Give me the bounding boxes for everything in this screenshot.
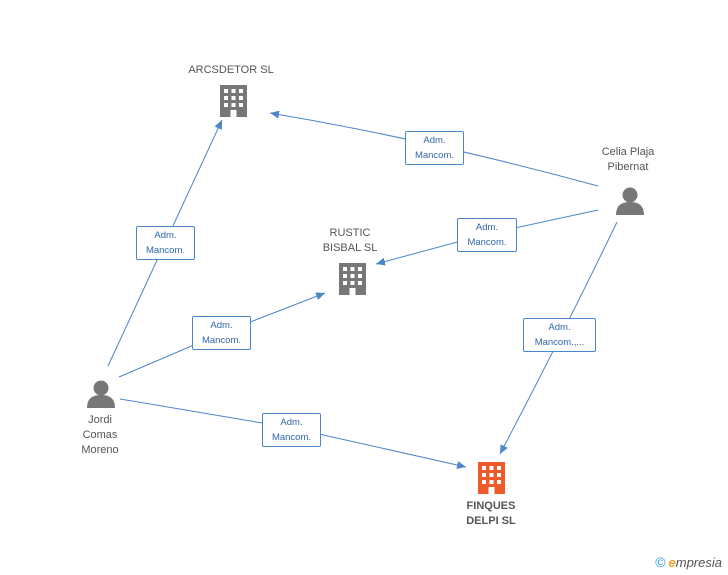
company-name-rustic[interactable]: RUSTIC BISBAL SL (322, 227, 378, 254)
company-name-arcsdetor[interactable]: ARCSDETOR SL (188, 64, 274, 76)
company-name-finques[interactable]: FINQUES DELPI SL (466, 500, 516, 527)
person-name-celia[interactable]: Celia Plaja Pibernat (601, 146, 655, 173)
edge-label-jordi-rustic: Adm. Mancom. (192, 316, 251, 350)
edge-label-jordi-finques: Adm. Mancom. (262, 413, 321, 447)
person-name-jordi[interactable]: Jordi Comas Moreno (81, 414, 119, 456)
building-icon[interactable] (220, 85, 247, 117)
edge-label-celia-finques: Adm. Mancom.,... (523, 318, 596, 352)
building-icon[interactable] (478, 462, 505, 494)
building-icon[interactable] (339, 263, 366, 295)
copyright-icon: © (655, 554, 666, 570)
brand-e: e (668, 555, 676, 570)
person-icon[interactable] (87, 380, 115, 409)
edge-label-celia-arcsdetor: Adm. Mancom. (405, 131, 464, 165)
edge-label-celia-rustic: Adm. Mancom. (457, 218, 517, 252)
edge-label-jordi-arcsdetor: Adm. Mancom. (136, 226, 195, 260)
brand-name: mpresia (675, 555, 722, 570)
empresia-logo[interactable]: ©empresia (655, 554, 722, 570)
person-icon[interactable] (616, 187, 644, 216)
